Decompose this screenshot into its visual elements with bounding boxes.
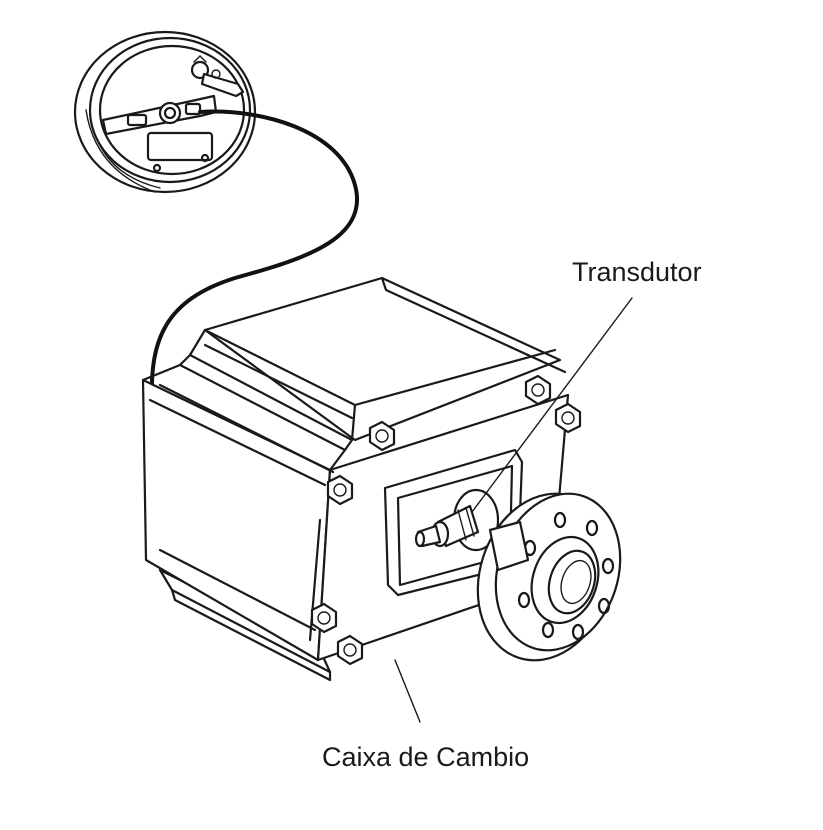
- bolt-icon: [524, 374, 552, 406]
- output-flange-drawing: [476, 492, 622, 662]
- bolt-icon: [336, 634, 364, 666]
- transducer-drawing: [414, 488, 500, 552]
- gearbox-label: Caixa de Cambio: [322, 742, 529, 772]
- bolt-icon: [310, 602, 338, 634]
- bolt-icon: [326, 474, 354, 506]
- gearbox-leader-line: [394, 659, 421, 723]
- bolt-icon: [554, 402, 582, 434]
- gearbox-drawing: [141, 276, 582, 682]
- speedometer-gauge-icon: [73, 30, 257, 194]
- bolt-icon: [368, 420, 396, 452]
- transducer-label: Transdutor: [572, 257, 702, 287]
- transducer-leader-line: [471, 297, 633, 513]
